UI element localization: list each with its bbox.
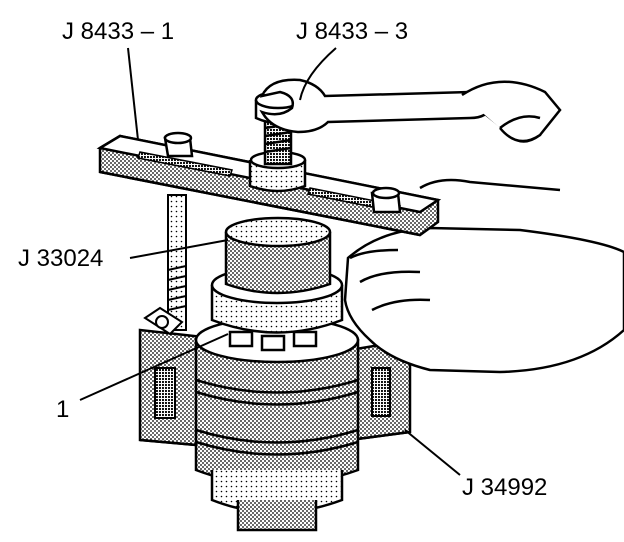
label-j8433-1: J 8433 – 1	[62, 18, 175, 45]
label-part-1: 1	[56, 396, 70, 423]
leader-lines	[79, 47, 461, 476]
receiver-cup	[224, 216, 332, 295]
label-j33024: J 33024	[18, 245, 104, 272]
label-j8433-3: J 8433 – 3	[296, 18, 409, 45]
wrench	[259, 78, 562, 143]
threaded-rod	[143, 194, 187, 336]
forcing-screw	[248, 90, 307, 193]
component-body	[194, 316, 360, 532]
label-j34992: J 34992	[462, 474, 548, 501]
